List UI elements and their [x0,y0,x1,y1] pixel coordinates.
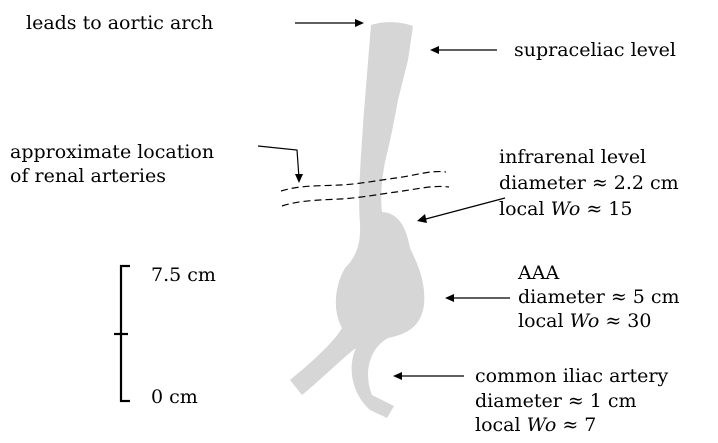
scale-bar [114,265,130,402]
arrow-supraceliac [430,46,497,54]
wo-symbol: Wo [570,310,600,332]
label-infrarenal-title: infrarenal level [499,146,646,168]
label-aaa-diameter: diameter ≈ 5 cm [518,286,680,308]
label-renal-line2: of renal arteries [10,165,166,187]
wo-prefix: local [475,414,527,436]
label-iliac-diameter: diameter ≈ 1 cm [475,390,637,412]
label-renal-line1: approximate location [10,141,214,163]
wo-value: ≈ 30 [599,310,651,332]
arrow-renal-arteries [258,146,303,183]
label-iliac-title: common iliac artery [475,365,668,387]
arrow-common-iliac [393,372,464,380]
wo-value: ≈ 15 [580,198,632,220]
label-infrarenal-womersley: local Wo ≈ 15 [499,198,632,220]
scale-label-top: 7.5 cm [151,264,216,286]
arrow-infrarenal [417,198,505,223]
label-aortic-arch: leads to aortic arch [26,12,213,34]
aorta-vessel-shape [290,22,424,418]
wo-prefix: local [518,310,570,332]
label-supraceliac: supraceliac level [514,39,676,61]
wo-symbol: Wo [551,198,581,220]
wo-value: ≈ 7 [556,414,596,436]
scale-label-bottom: 0 cm [151,386,198,408]
label-infrarenal-diameter: diameter ≈ 2.2 cm [499,172,679,194]
arrow-aortic-arch [295,19,364,27]
wo-symbol: Wo [527,414,557,436]
wo-prefix: local [499,198,551,220]
label-aaa-womersley: local Wo ≈ 30 [518,310,651,332]
label-aaa-title: AAA [518,262,559,284]
label-iliac-womersley: local Wo ≈ 7 [475,414,596,436]
arrow-aaa [445,294,510,302]
